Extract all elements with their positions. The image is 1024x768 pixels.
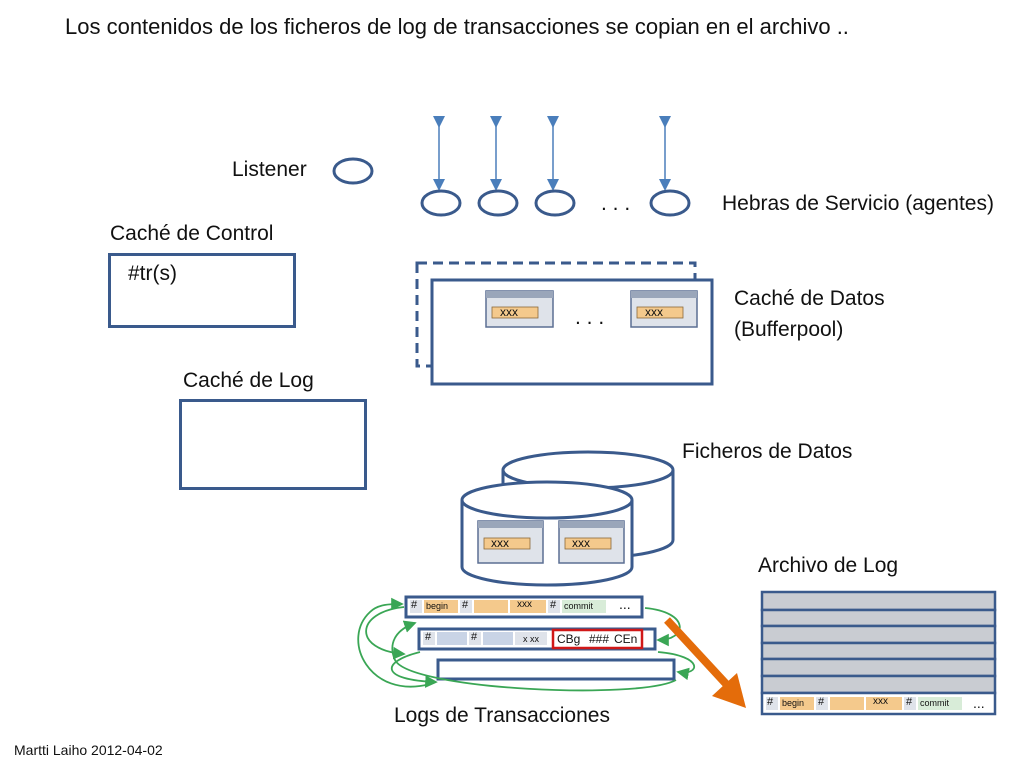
- page-title: Los contenidos de los ficheros de log de…: [65, 14, 849, 39]
- ellipsis-buffer: . . .: [575, 306, 605, 329]
- log-cache-box: [179, 399, 367, 490]
- log-cbg: CBg: [557, 632, 581, 646]
- log-hash: #: [462, 599, 469, 611]
- service-threads-label: Hebras de Servicio (agentes): [722, 192, 994, 215]
- log-archive-stack: [760, 590, 997, 716]
- log-commit: commit: [564, 601, 593, 611]
- log-hashes: ###: [589, 632, 610, 646]
- log-xxx: xxx: [517, 599, 532, 610]
- log-xxx: x xx: [523, 634, 540, 644]
- archive-hash: #: [818, 696, 825, 708]
- control-cache-box: [108, 253, 296, 328]
- archive-hash: #: [767, 696, 774, 708]
- buffer-page-value: xxx: [645, 305, 663, 319]
- file-page-value: xxx: [491, 536, 509, 550]
- log-dots: ...: [619, 596, 631, 612]
- transaction-logs: [357, 595, 695, 692]
- listener-ellipse: [332, 157, 374, 185]
- archive-copy-arrow: [664, 617, 746, 708]
- trs-label: #tr(s): [128, 262, 177, 285]
- listener-label: Listener: [232, 158, 307, 181]
- log-hash: #: [425, 631, 432, 643]
- file-page-value: xxx: [572, 536, 590, 550]
- log-hash: #: [411, 599, 418, 611]
- archive-hash: #: [906, 696, 913, 708]
- data-cache-bufferpool: [415, 261, 714, 386]
- transaction-logs-label: Logs de Transacciones: [394, 704, 610, 727]
- archive-dots: ...: [973, 695, 985, 711]
- footer-author: Martti Laiho 2012-04-02: [14, 742, 163, 758]
- data-files-cylinders: [460, 450, 675, 587]
- control-cache-label: Caché de Control: [110, 222, 274, 245]
- service-threads: [420, 116, 691, 217]
- log-begin: begin: [426, 601, 449, 611]
- archive-begin: begin: [782, 698, 805, 708]
- log-hash: #: [471, 631, 478, 643]
- archive-commit: commit: [920, 698, 949, 708]
- log-hash: #: [550, 599, 557, 611]
- data-files-label: Ficheros de Datos: [682, 440, 853, 463]
- ellipsis-threads: . . .: [601, 192, 631, 215]
- log-cache-label: Caché de Log: [183, 369, 314, 392]
- data-cache-label: Caché de Datos: [734, 287, 885, 310]
- log-archive-label: Archivo de Log: [758, 554, 899, 577]
- buffer-page-value: xxx: [500, 305, 518, 319]
- log-cen: CEn: [614, 632, 638, 646]
- archive-xxx: xxx: [873, 696, 888, 707]
- bufferpool-label: (Bufferpool): [734, 318, 844, 341]
